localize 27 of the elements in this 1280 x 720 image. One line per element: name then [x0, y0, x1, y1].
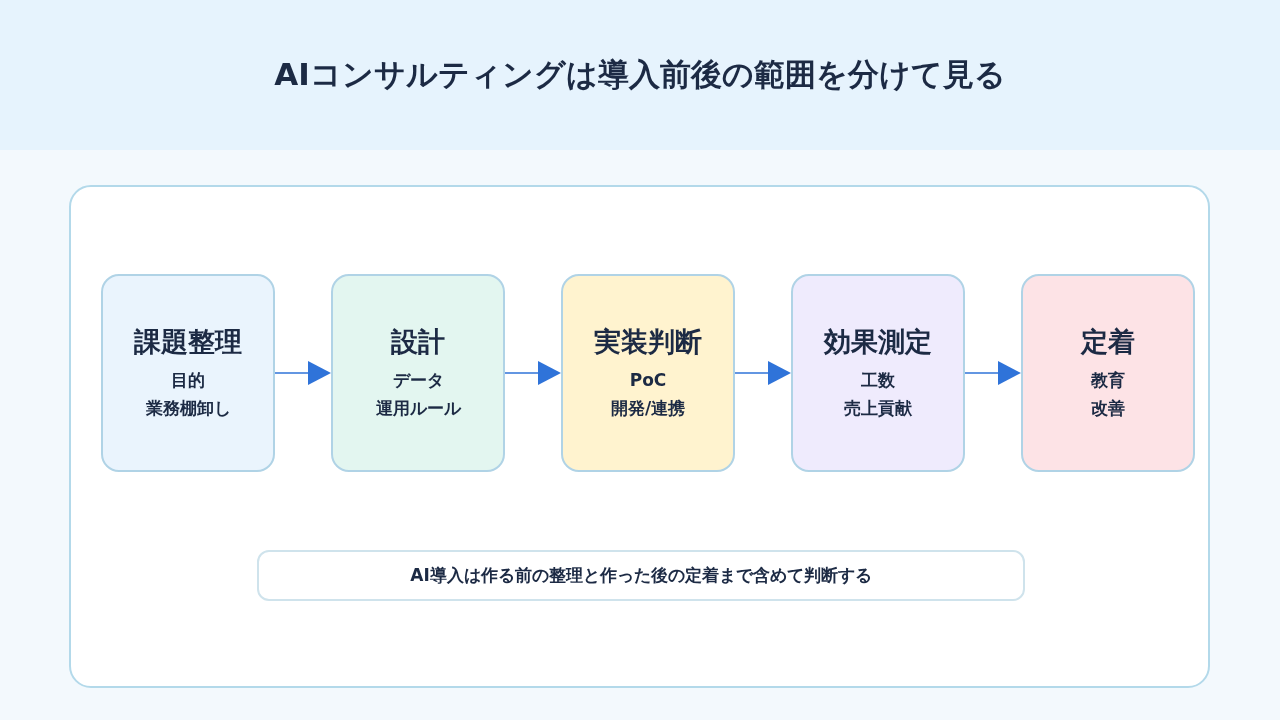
step-item: 工数 — [861, 369, 895, 392]
process-box — [331, 274, 505, 472]
step-item: 目的 — [171, 369, 205, 392]
arrow — [734, 361, 791, 385]
step-heading: 課題整理 — [134, 325, 242, 359]
arrow — [964, 361, 1021, 385]
step-item: 売上貢献 — [844, 397, 912, 420]
step-item: PoC — [629, 369, 667, 392]
arrow — [274, 361, 331, 385]
process-box — [101, 274, 275, 472]
arrow — [504, 361, 561, 385]
step-item: データ — [392, 369, 444, 392]
step-heading: 定着 — [1081, 325, 1135, 359]
step-heading: 実装判断 — [594, 325, 702, 359]
note-text: AI導入は作る前の整理と作った後の定着まで含めて判断する — [410, 564, 872, 587]
step-item: 開発/連携 — [610, 397, 686, 420]
process-box — [561, 274, 735, 472]
step-heading: 効果測定 — [824, 325, 932, 359]
step-item: 運用ルール — [375, 397, 461, 420]
step-item: 改善 — [1091, 397, 1125, 420]
title: AIコンサルティングは導入前後の範囲を分けて見る — [274, 55, 1006, 94]
step-item: 教育 — [1091, 369, 1125, 392]
process-box — [1021, 274, 1195, 472]
step-heading: 設計 — [391, 325, 445, 359]
process-box — [791, 274, 965, 472]
step-item: 業務棚卸し — [145, 397, 231, 420]
note-box — [257, 550, 1025, 601]
